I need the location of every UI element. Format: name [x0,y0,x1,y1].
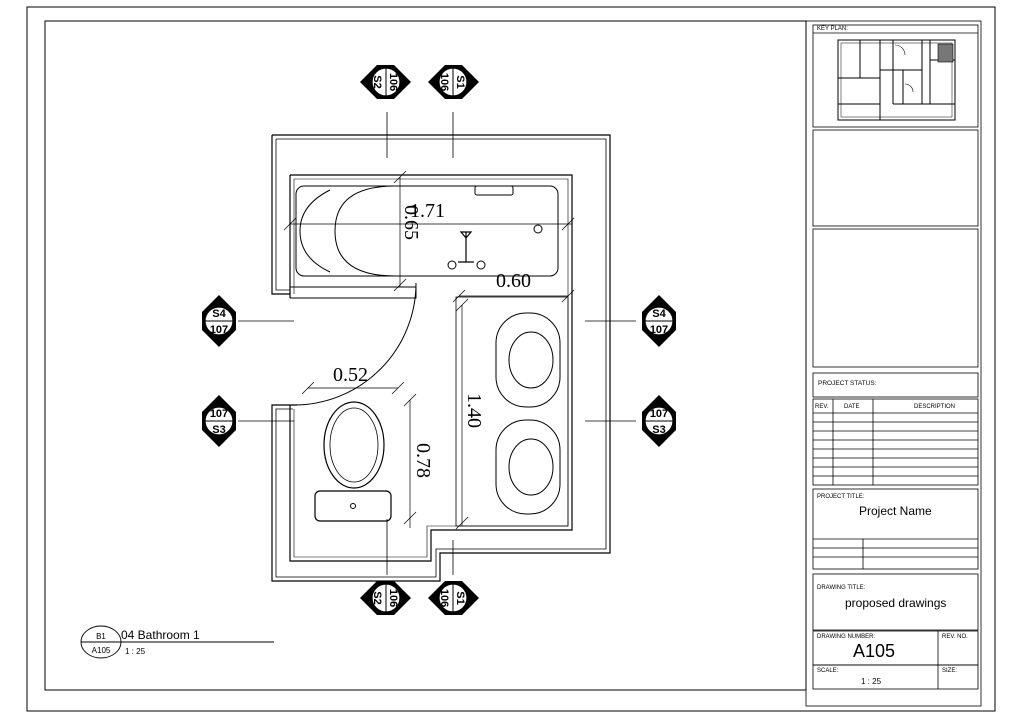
project-title-label: PROJECT TITLE: [817,494,865,500]
rev-no-label: REV. NO. [942,634,968,640]
key-plan-label: KEY PLAN: [817,26,848,32]
marker-sheet: 107 [210,324,228,336]
marker-sheet: 106 [438,73,450,91]
status-col-description: DESCRIPTION [914,404,956,410]
project-name: Project Name [859,504,932,518]
marker-code: S3 [212,424,225,436]
marker-sheet: 106 [387,73,399,91]
marker-sheet: 107 [650,408,668,420]
marker-sheet: 107 [210,408,228,420]
bathroom-floor-plan [238,112,636,582]
title-block [805,20,982,707]
marker-code: S4 [652,308,666,320]
view-ref-bottom: A105 [92,646,111,655]
drawing-area-border [44,20,807,691]
scale-value: 1 : 25 [861,677,882,686]
dim-vanity-depth: 0.60 [496,270,531,292]
marker-code: S2 [371,75,383,88]
drawing-number-label: DRAWING NUMBER: [817,634,876,640]
dim-vanity-length: 1.40 [463,393,485,428]
section-marker-top-right: 106 S1 [428,65,479,99]
dim-toilet-depth: 0.78 [412,443,434,478]
marker-code: S1 [454,75,466,88]
status-col-date: DATE [844,404,860,410]
section-marker-top-left: S2 106 [360,65,411,99]
section-marker-bottom-left: S2 106 [360,581,411,615]
marker-code: S2 [371,591,383,604]
marker-sheet: 107 [650,324,668,336]
drawing-title-label: DRAWING TITLE: [817,585,866,591]
section-marker-left-lower: 107 S3 [202,395,236,447]
project-status-label: PROJECT STATUS: [818,380,877,387]
marker-sheet: 106 [387,589,399,607]
scale-label: SCALE: [817,668,839,674]
section-marker-left-upper: S4 107 [202,295,236,347]
view-scale: 1 : 25 [125,647,146,656]
marker-sheet: 106 [438,589,450,607]
marker-code: S1 [454,591,466,604]
dim-toilet-width: 0.52 [333,364,368,386]
key-plan-thumbnail [837,39,956,121]
dim-bath-length: 1.71 [410,200,445,222]
status-col-rev: REV. [815,404,829,410]
section-marker-bottom-right: 106 S1 [428,581,479,615]
view-title: B1 A105 04 Bathroom 1 1 : 25 [80,625,274,659]
size-label: SIZE: [942,668,958,674]
marker-code: S3 [652,424,665,436]
dim-bath-width: 0.65 [400,205,422,240]
view-ref-top: B1 [96,632,106,641]
drawing-number: A105 [853,641,896,661]
section-marker-right-upper: S4 107 [642,295,676,347]
view-name: 04 Bathroom 1 [121,628,200,642]
section-marker-right-lower: 107 S3 [642,395,676,447]
dimension-labels: 1.71 0.65 0.60 0.52 1.40 0.78 [333,200,531,478]
sheet-border [26,6,996,712]
marker-code: S4 [212,308,226,320]
drawing-title: proposed drawings [845,596,947,610]
